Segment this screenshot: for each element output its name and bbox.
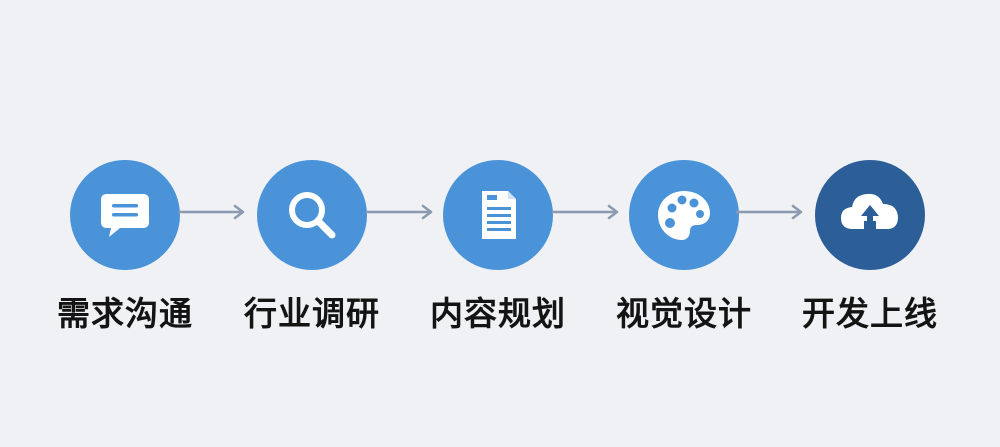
cloud-upload-icon — [841, 193, 898, 235]
step-circle — [257, 160, 367, 270]
step-circle — [629, 160, 739, 270]
step-label: 内容规划 — [430, 294, 566, 333]
step-content-planning: 内容规划 — [408, 160, 588, 340]
step-industry-research: 行业调研 — [222, 160, 402, 340]
step-visual-design: 视觉设计 — [594, 160, 774, 340]
document-icon — [482, 191, 516, 239]
palette-icon — [658, 191, 710, 240]
flow-arrow — [178, 204, 245, 220]
flow-arrow — [552, 204, 619, 220]
step-label: 行业调研 — [244, 294, 380, 333]
flow-arrow — [366, 204, 433, 220]
step-circle — [443, 160, 553, 270]
step-development-launch: 开发上线 — [780, 160, 960, 340]
step-label: 视觉设计 — [616, 294, 752, 333]
search-icon — [289, 192, 336, 239]
step-label: 需求沟通 — [57, 294, 193, 333]
chat-bubble-icon — [101, 194, 149, 237]
step-circle — [70, 160, 180, 270]
flow-arrow — [736, 204, 803, 220]
step-requirement-communication: 需求沟通 — [35, 160, 215, 340]
step-label: 开发上线 — [802, 294, 938, 333]
step-circle — [815, 160, 925, 270]
